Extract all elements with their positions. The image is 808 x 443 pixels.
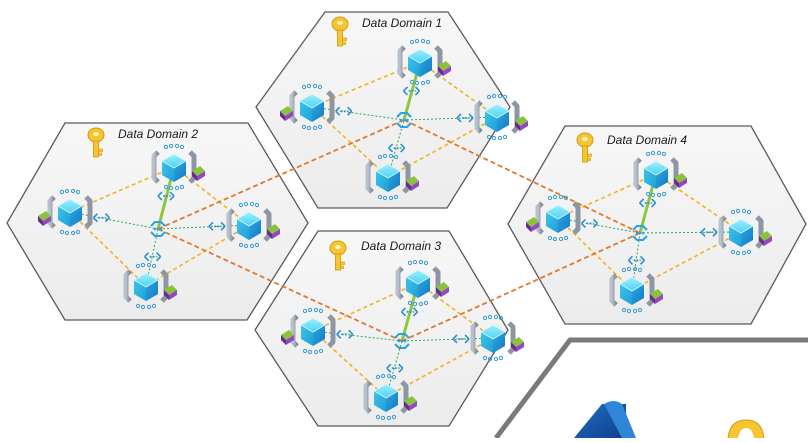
domain-2-node-link <box>145 224 250 287</box>
domain-3-label: Data Domain 3 <box>361 239 441 253</box>
azure-logo-icon <box>574 401 636 438</box>
domain-3-hub-link <box>401 337 494 342</box>
domain-4-hexagon <box>507 125 807 325</box>
domain-4-hub-link <box>639 231 742 234</box>
domain-2-hub-link <box>157 224 250 230</box>
domain-3-hexagon <box>254 230 509 427</box>
domain-3-node-link <box>312 282 419 332</box>
domain-2-node-link <box>69 211 147 287</box>
domain-2-label: Data Domain 2 <box>118 127 198 141</box>
domain-1-hexagon <box>255 11 511 209</box>
domain-1-node-link <box>419 61 498 118</box>
domain-1-hub-link <box>403 116 498 121</box>
cross-domain-link <box>157 228 403 342</box>
domain-2-hub-link <box>69 211 159 230</box>
domain-3-node-link <box>312 330 387 398</box>
domain-4-label: Data Domain 4 <box>607 133 687 147</box>
cross-domain-link <box>401 232 641 342</box>
domain-1-node-link <box>311 61 421 108</box>
domain-1-label: Data Domain 1 <box>362 16 442 30</box>
domain-4-hub-link <box>557 217 641 234</box>
domain-2-node-link <box>173 166 250 226</box>
domain-1-hub-link <box>311 106 405 121</box>
domain-1-node-link <box>311 106 389 178</box>
domain-4-node-link <box>655 173 742 233</box>
cross-domain-link <box>157 119 405 230</box>
domain-2-node-link <box>69 166 175 213</box>
cross-domain-link <box>403 119 641 234</box>
key-icon <box>727 419 765 439</box>
corner-frame <box>494 337 808 440</box>
domain-4-node-link <box>557 173 657 219</box>
domain-3-node-link <box>417 282 494 339</box>
domain-3-hub-link <box>312 330 403 342</box>
